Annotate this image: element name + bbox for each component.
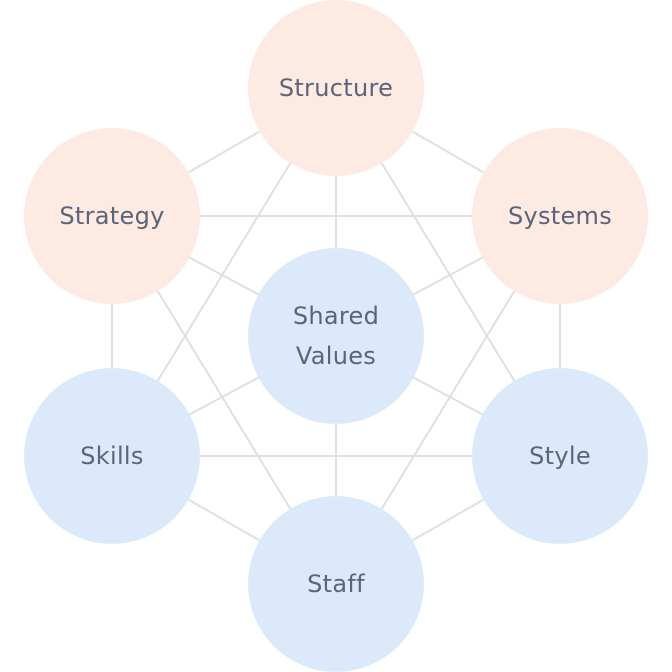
node-label-staff: Staff — [307, 570, 365, 598]
node-systems: Systems — [472, 128, 648, 304]
node-circle-skills — [24, 368, 200, 544]
node-label-strategy: Strategy — [59, 202, 164, 230]
node-circle-structure — [248, 0, 424, 176]
node-label-systems: Systems — [508, 202, 612, 230]
node-circle-shared-values — [248, 248, 424, 424]
node-circle-style — [472, 368, 648, 544]
node-circle-systems — [472, 128, 648, 304]
node-label-style: Style — [529, 442, 591, 470]
node-label-shared-values-line-1: Shared — [293, 302, 379, 330]
node-structure: Structure — [248, 0, 424, 176]
node-circle-strategy — [24, 128, 200, 304]
node-strategy: Strategy — [24, 128, 200, 304]
node-style: Style — [472, 368, 648, 544]
node-circle-staff — [248, 496, 424, 672]
node-label-skills: Skills — [80, 442, 143, 470]
node-skills: Skills — [24, 368, 200, 544]
node-staff: Staff — [248, 496, 424, 672]
node-label-shared-values-line-2: Values — [296, 342, 376, 370]
node-label-structure: Structure — [279, 74, 393, 102]
